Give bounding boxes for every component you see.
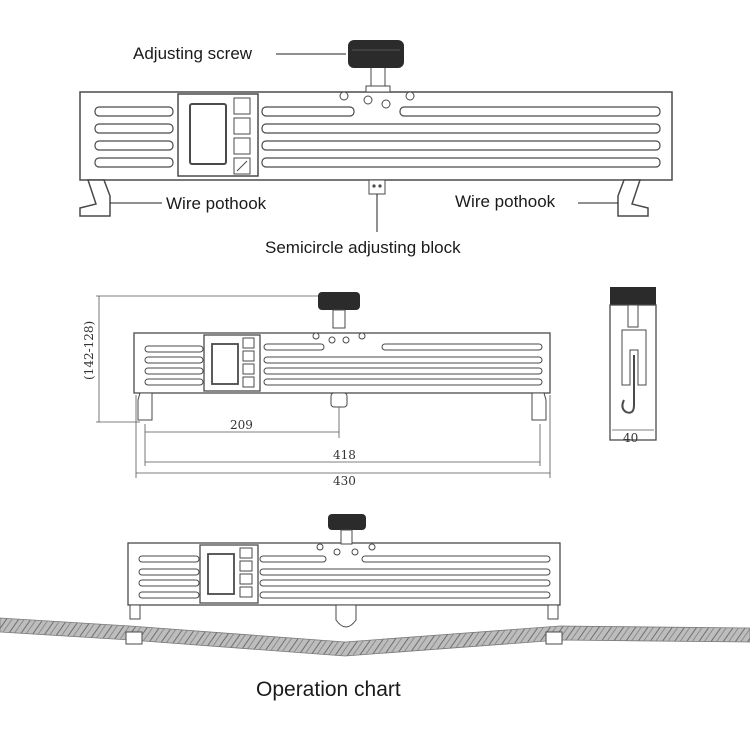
dimensioned-device-view: (142-128) 209 418 430 bbox=[82, 292, 551, 488]
wire-pothook-left bbox=[79, 179, 111, 217]
panel-button bbox=[233, 117, 251, 135]
label-wire-pothook-left: Wire pothook bbox=[166, 194, 267, 213]
display-panel bbox=[177, 93, 259, 177]
panel-button bbox=[233, 137, 251, 155]
side-device-view: 40 bbox=[609, 287, 657, 445]
label-adjusting-screw: Adjusting screw bbox=[133, 44, 253, 63]
dim-height-range: (142-128) bbox=[82, 321, 96, 380]
semicircle-adjusting-block bbox=[368, 179, 386, 195]
dim-total-length: 430 bbox=[333, 474, 356, 488]
mounting-screws bbox=[339, 91, 415, 109]
operation-view: Operation chart bbox=[0, 514, 750, 701]
label-operation-chart: Operation chart bbox=[256, 678, 401, 701]
dim-inner-half: 209 bbox=[230, 418, 253, 432]
lcd-screen bbox=[189, 103, 227, 165]
top-device-view: Adjusting screw Wire pothook Wire pothoo… bbox=[79, 40, 673, 257]
cable bbox=[0, 617, 750, 657]
dim-side-width: 40 bbox=[623, 431, 638, 445]
label-semicircle-block: Semicircle adjusting block bbox=[265, 238, 461, 257]
dim-hook-span: 418 bbox=[333, 448, 356, 462]
adjusting-screw bbox=[348, 40, 404, 93]
label-wire-pothook-right: Wire pothook bbox=[455, 192, 556, 211]
wire-pothook-right bbox=[617, 179, 649, 217]
panel-button bbox=[233, 97, 251, 115]
body-slots bbox=[94, 106, 661, 168]
